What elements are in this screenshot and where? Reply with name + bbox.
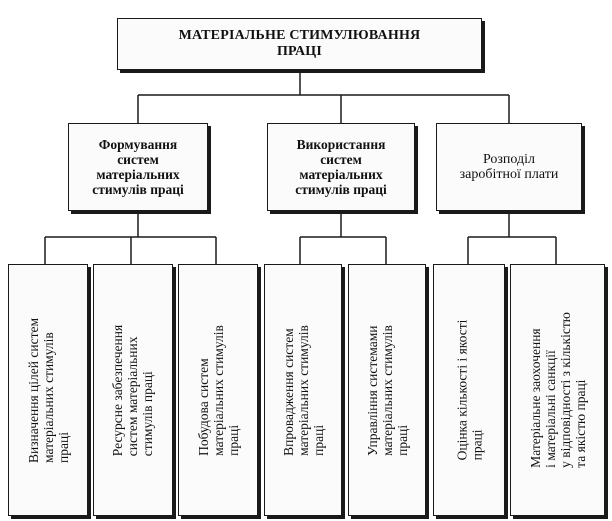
category-label-formation: Формування систем матеріальних стимулів … (92, 137, 184, 197)
leaf-label-assessment: Оцінка кількості і якості праці (454, 319, 485, 461)
category-node-usage: Використання систем матеріальних стимулі… (267, 123, 415, 211)
leaf-node-incentives-sanctions: Матеріальне заохочення і матеріальні сан… (510, 264, 605, 516)
leaf-node-resources: Ресурсне забезпечення систем матеріальни… (93, 264, 173, 516)
leaf-node-implementation: Впровадження систем матеріальних стимулі… (264, 264, 342, 516)
leaf-node-goals: Визначення цілей систем матеріальних сти… (8, 264, 88, 516)
root-title-line-2: ПРАЦІ (276, 44, 323, 59)
root-node: МАТЕРІАЛЬНЕ СТИМУЛЮВАННЯ ПРАЦІ (117, 18, 482, 70)
leaf-label-management: Управління системами матеріальних стимул… (364, 324, 410, 456)
category-node-formation: Формування систем матеріальних стимулів … (68, 123, 208, 211)
category-label-usage: Використання систем матеріальних стимулі… (295, 137, 387, 197)
category-node-wage-distribution: Розподіл заробітної плати (436, 123, 582, 211)
leaf-label-incentives-sanctions: Матеріальне заохочення і матеріальні сан… (527, 312, 588, 468)
leaf-label-implementation: Впровадження систем матеріальних стимулі… (280, 324, 326, 456)
category-label-wage-distribution: Розподіл заробітної плати (459, 152, 559, 182)
leaf-node-management: Управління системами матеріальних стимул… (348, 264, 426, 516)
leaf-node-assessment: Оцінка кількості і якості праці (433, 264, 505, 516)
leaf-label-construction: Побудова систем матеріальних стимулів пр… (195, 324, 241, 456)
root-title-line-1: МАТЕРІАЛЬНЕ СТИМУЛЮВАННЯ (178, 28, 421, 43)
leaf-label-goals: Визначення цілей систем матеріальних сти… (25, 317, 71, 463)
leaf-label-resources: Ресурсне забезпечення систем матеріальни… (110, 324, 156, 456)
leaf-node-construction: Побудова систем матеріальних стимулів пр… (178, 264, 258, 516)
root-node-text: МАТЕРІАЛЬНЕ СТИМУЛЮВАННЯ ПРАЦІ (179, 28, 421, 60)
